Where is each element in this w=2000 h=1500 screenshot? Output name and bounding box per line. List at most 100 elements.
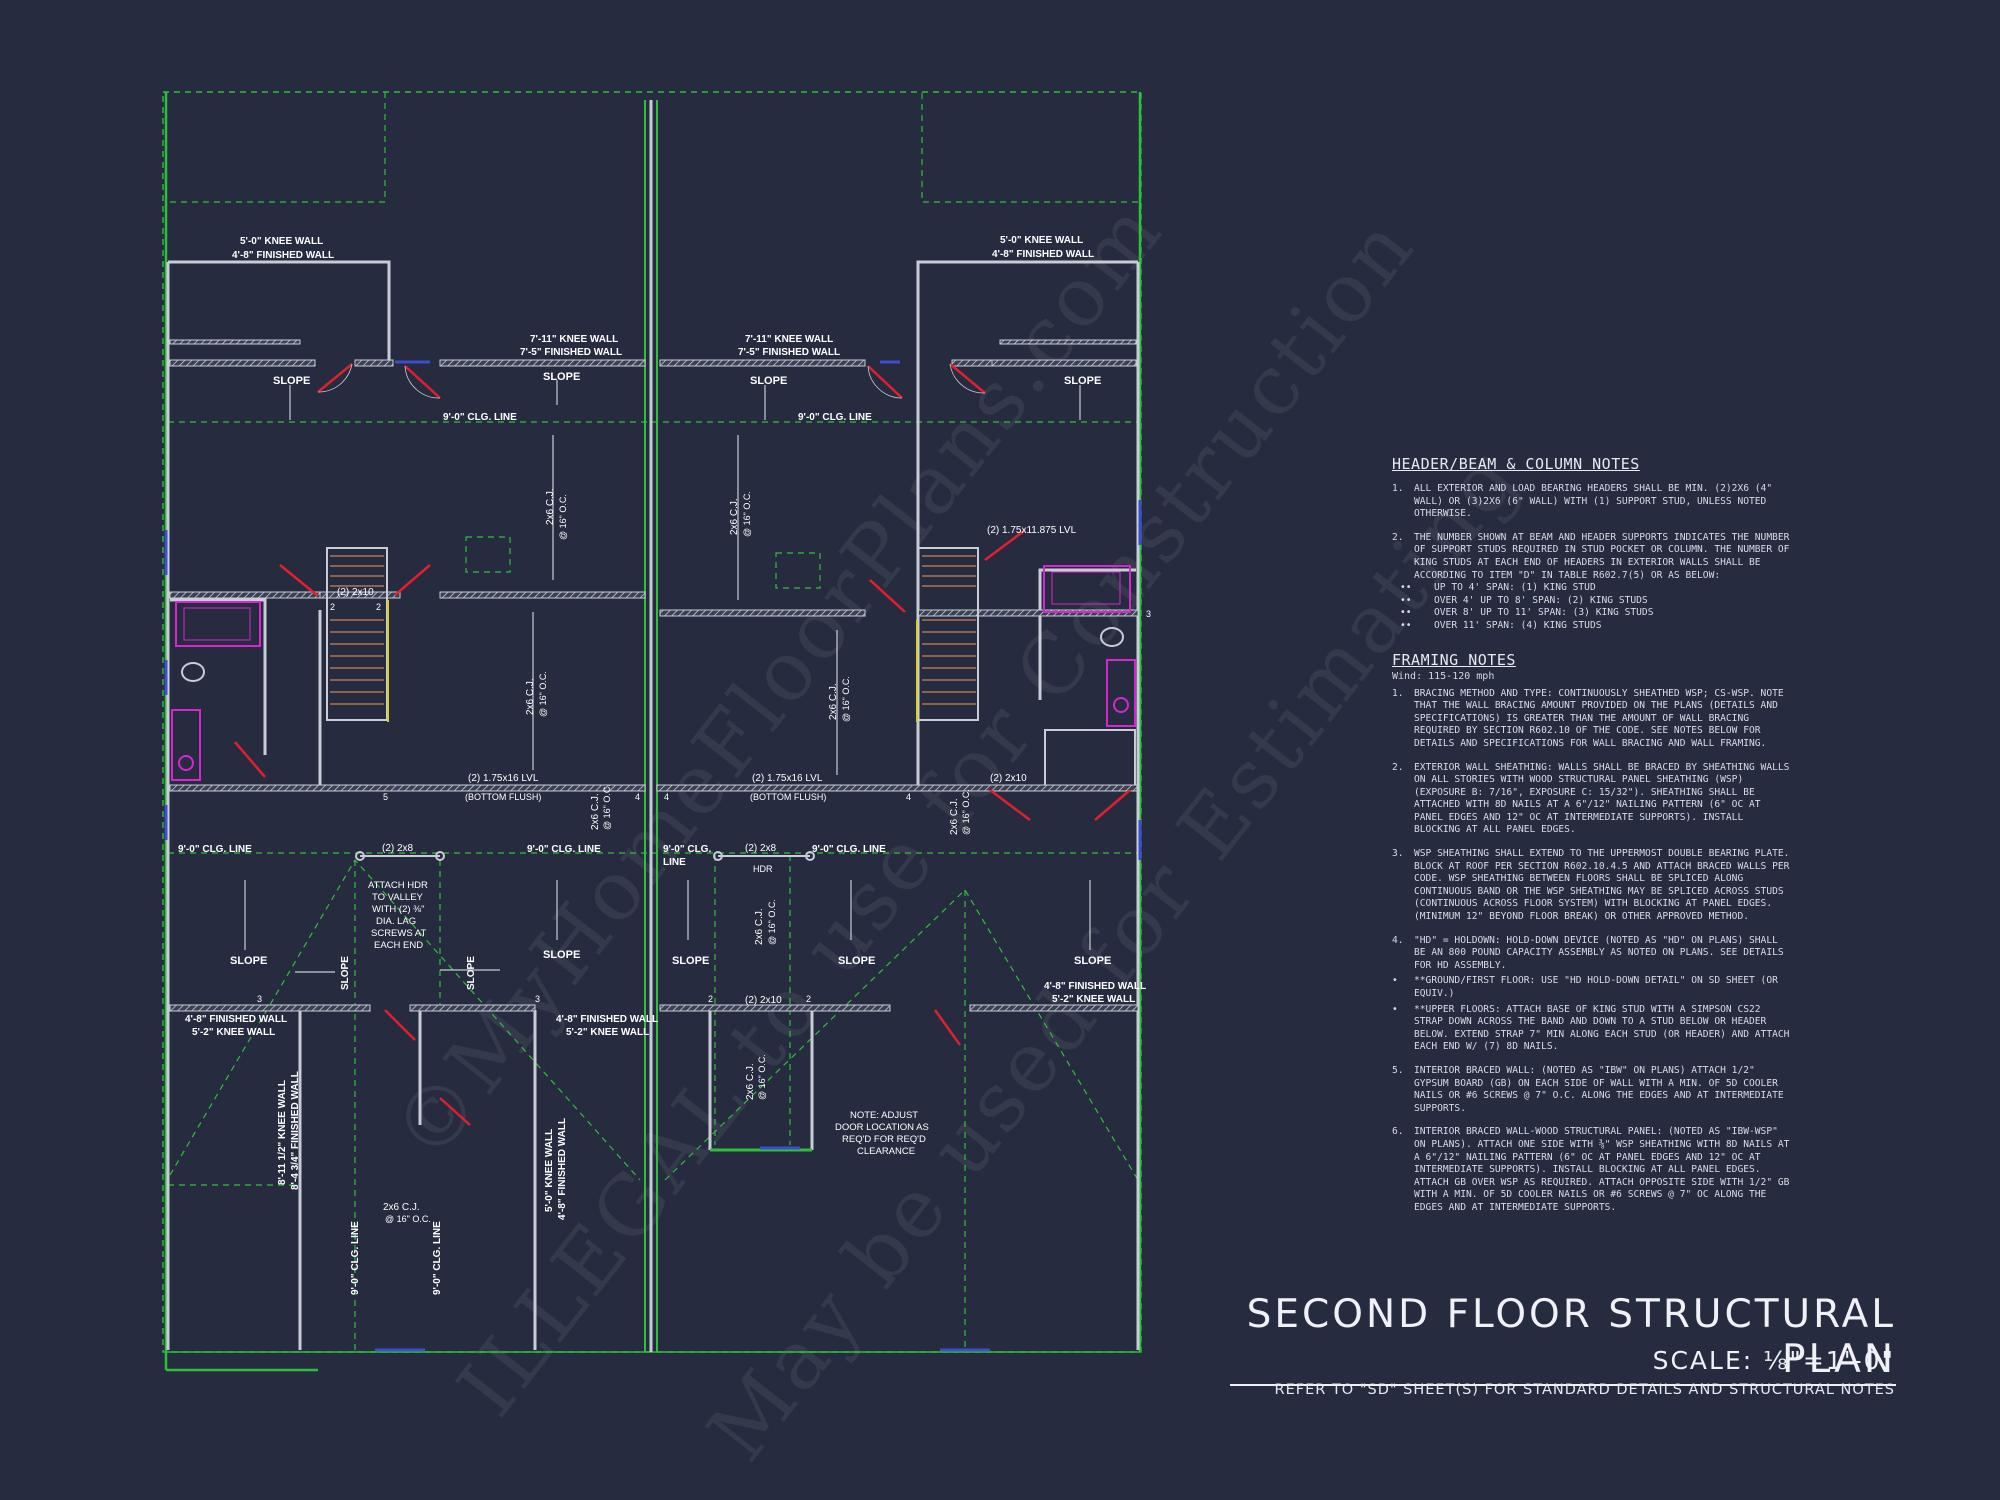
cj-6: 2x6 C.J.	[754, 908, 765, 945]
note-door-1: NOTE: ADJUST	[850, 1110, 918, 1121]
header-note-1: 1.ALL EXTERIOR AND LOAD BEARING HEADERS …	[1392, 483, 1773, 520]
bottom-flush-left: (BOTTOM FLUSH)	[465, 792, 541, 802]
slope-3: SLOPE	[750, 375, 787, 387]
dimension-arrows	[244, 380, 1091, 973]
stud-count-1: 2	[330, 602, 335, 612]
king-stud-bullet-4: ••OVER 11' SPAN: (4) KING STUDS	[1400, 619, 1602, 631]
slope-6: SLOPE	[543, 949, 580, 961]
clg-line-3: 9'-0" CLG. LINE	[178, 844, 252, 855]
clg-line-2: 9'-0" CLG. LINE	[798, 412, 872, 423]
cj-9-oc: @ 16" O.C.	[385, 1214, 431, 1224]
cj-7: 2x6 C.J.	[949, 798, 960, 835]
cj-1-oc: @ 16" O.C.	[558, 494, 568, 540]
stud-count-8: 4	[664, 792, 669, 802]
roof-dash-lines	[168, 92, 1139, 1350]
framing-note-4a: •**GROUND/FIRST FLOOR: USE "HD HOLD-DOWN…	[1392, 975, 1778, 999]
cj-4-oc: @ 16" O.C.	[841, 676, 851, 722]
finished-wall-mid-right: 7'-5" FINISHED WALL	[738, 347, 840, 358]
clg-line-split-a: 9'-0" CLG.	[663, 844, 711, 855]
attach-hdr-5: SCREWS AT	[371, 928, 426, 939]
clg-line-split-b: LINE	[663, 857, 686, 868]
knee-5-wall: 5'-0" KNEE WALL	[544, 1129, 555, 1212]
slope-7: SLOPE	[672, 955, 709, 967]
knee-wall-low-left: 5'-2" KNEE WALL	[192, 1027, 275, 1038]
stud-count-7: 4	[635, 792, 640, 802]
framing-note-6: 6.INTERIOR BRACED WALL-WOOD STRUCTURAL P…	[1392, 1126, 1790, 1213]
lvl-long-left: (2) 1.75x16 LVL	[468, 773, 539, 784]
note-door-2: DOOR LOCATION AS	[835, 1122, 929, 1133]
header-beams	[355, 851, 815, 861]
attach-hdr-2: TO VALLEY	[372, 892, 424, 903]
bottom-flush-right: (BOTTOM FLUSH)	[750, 792, 826, 802]
slope-4: SLOPE	[1064, 375, 1101, 387]
stair-right	[916, 547, 979, 722]
sheet-reference-note: REFER TO "SD" SHEET(S) FOR STANDARD DETA…	[1274, 1382, 1895, 1398]
header-note-2: 2.THE NUMBER SHOWN AT BEAM AND HEADER SU…	[1392, 531, 1790, 581]
sheet-scale: SCALE: ⅛"=1'-0"	[1652, 1346, 1895, 1375]
slope-5: SLOPE	[230, 955, 267, 967]
plan-labels: 5'-0" KNEE WALL 4'-8" FINISHED WALL 5'-0…	[178, 235, 1151, 1295]
slope-9: SLOPE	[1074, 955, 1111, 967]
header-notes-title: HEADER/BEAM & COLUMN NOTES	[1392, 455, 1640, 473]
cj-6-oc: @ 16" O.C.	[767, 899, 777, 945]
clg-line-4: 9'-0" CLG. LINE	[527, 844, 601, 855]
bath-fixtures	[171, 565, 1136, 781]
cj-8: 2x6 C.J.	[745, 1063, 756, 1100]
cj-2: 2x6 C.J.	[729, 498, 740, 535]
slope-8: SLOPE	[838, 955, 875, 967]
finished-48-wall: 4'-8" FINISHED WALL	[557, 1118, 568, 1220]
knee-wall-mid-right: 7'-11" KNEE WALL	[745, 334, 833, 345]
cj-3: 2x6 C.J.	[525, 678, 536, 715]
header-notes-list: 1.ALL EXTERIOR AND LOAD BEARING HEADERS …	[1392, 483, 1792, 633]
knee-wall-right-top: 5'-0" KNEE WALL	[1000, 235, 1083, 246]
king-stud-bullet-2: ••OVER 4' UP TO 8' SPAN: (2) KING STUDS	[1400, 594, 1648, 606]
finished-wall-left-top: 4'-8" FINISHED WALL	[232, 250, 334, 261]
finished-wall-low-mid: 4'-8" FINISHED WALL	[556, 1014, 658, 1025]
stud-count-4: 3	[257, 994, 262, 1004]
walls	[166, 260, 1140, 1350]
attach-hdr-6: EACH END	[374, 940, 423, 951]
stud-count-10: 2	[708, 994, 713, 1004]
stud-count-11: 2	[806, 994, 811, 1004]
framing-notes-list: 1.BRACING METHOD AND TYPE: CONTINUOUSLY …	[1392, 688, 1792, 1215]
framing-note-3: 3.WSP SHEATHING SHALL EXTEND TO THE UPPE…	[1392, 848, 1790, 923]
stud-count-5: 3	[535, 994, 540, 1004]
slope-11: SLOPE	[466, 956, 477, 990]
hdr-2x10-c: (2) 2x10	[745, 995, 782, 1006]
clg-line-v1: 9'-0" CLG. LINE	[350, 1221, 361, 1295]
king-stud-bullet-3: ••OVER 8' UP TO 11' SPAN: (3) KING STUDS	[1400, 607, 1654, 619]
clg-line-v2: 9'-0" CLG. LINE	[432, 1221, 443, 1295]
cj-3-oc: @ 16" O.C.	[538, 671, 548, 717]
slope-2: SLOPE	[543, 371, 580, 383]
framing-note-4b: •**UPPER FLOORS: ATTACH BASE OF KING STU…	[1392, 1003, 1790, 1053]
cj-9: 2x6 C.J.	[383, 1202, 420, 1213]
hatched-walls	[169, 339, 1139, 1012]
cj-8-oc: @ 16" O.C.	[757, 1054, 767, 1100]
attach-hdr-3: WITH (2) ⅜"	[372, 904, 424, 915]
tall-finished-wall: 8'-4 3/4" FINISHED WALL	[290, 1071, 301, 1190]
clg-line-5: 9'-0" CLG. LINE	[812, 844, 886, 855]
stud-count-9: 4	[906, 792, 911, 802]
framing-note-5: 5.INTERIOR BRACED WALL: (NOTED AS "IBW" …	[1392, 1064, 1784, 1114]
hdr-2x10-b: (2) 2x10	[990, 773, 1027, 784]
lvl-long-right: (2) 1.75x16 LVL	[752, 773, 823, 784]
sheet-title: SECOND FLOOR STRUCTURAL PLAN	[1230, 1292, 1896, 1386]
note-door-3: REQ'D FOR REQ'D	[842, 1134, 926, 1145]
note-door-4: CLEARANCE	[857, 1146, 915, 1157]
slope-1: SLOPE	[273, 375, 310, 387]
framing-note-2: 2.EXTERIOR WALL SHEATHING: WALLS SHALL B…	[1392, 761, 1790, 836]
hdr-2x8-b: (2) 2x8	[745, 843, 777, 854]
notes-panel: HEADER/BEAM & COLUMN NOTES 1.ALL EXTERIO…	[1392, 455, 1792, 1226]
door-swings	[234, 363, 1131, 1126]
stud-count-6: 5	[383, 792, 388, 802]
cj-5-oc: @ 16" O.C.	[602, 784, 612, 830]
cj-4: 2x6 C.J.	[828, 683, 839, 720]
cj-1: 2x6 C.J.	[545, 488, 556, 525]
stud-count-2: 2	[376, 602, 381, 612]
finished-wall-right-top: 4'-8" FINISHED WALL	[992, 249, 1094, 260]
framing-notes-title: FRAMING NOTES	[1392, 650, 1516, 669]
king-stud-bullet-1: ••UP TO 4' SPAN: (1) KING STUD	[1400, 582, 1596, 594]
knee-wall-mid-left: 7'-11" KNEE WALL	[530, 334, 618, 345]
cj-2-oc: @ 16" O.C.	[742, 491, 752, 537]
